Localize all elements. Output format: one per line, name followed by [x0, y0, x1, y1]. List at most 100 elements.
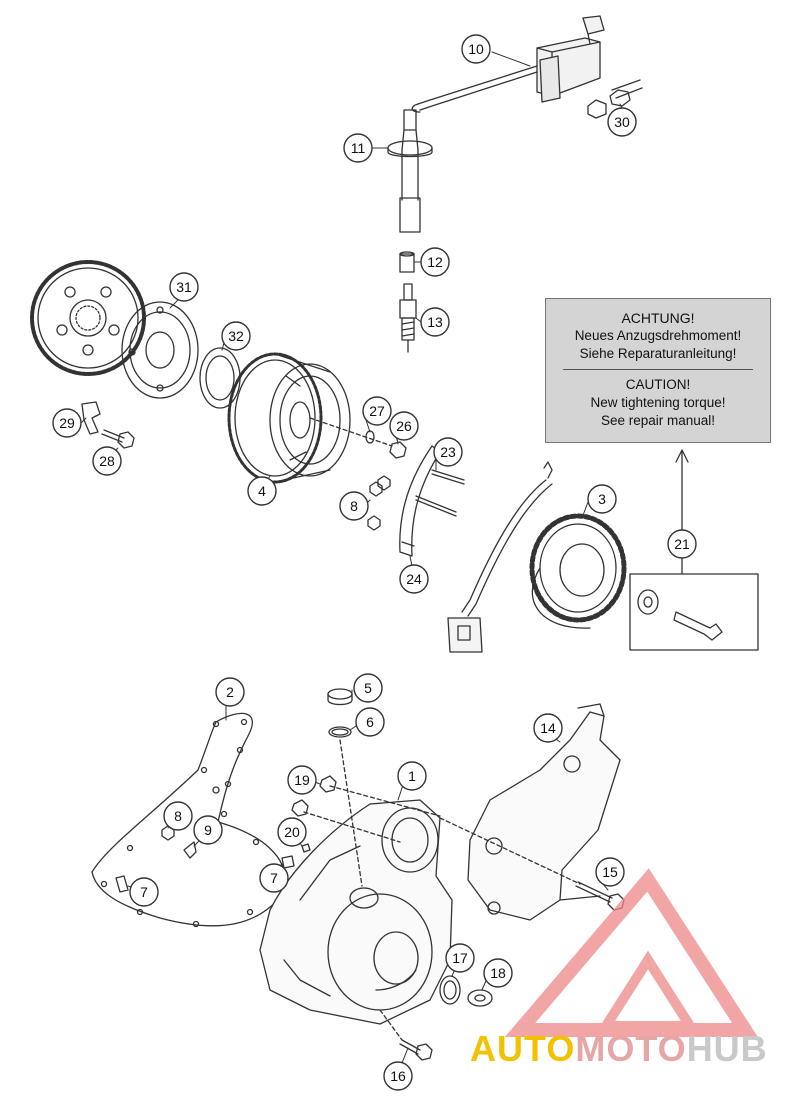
callout-8b: 8: [163, 801, 193, 831]
callout-27: 27: [362, 396, 392, 426]
warning-title-en: CAUTION!: [625, 377, 691, 392]
svg-text:18: 18: [490, 965, 506, 981]
svg-text:17: 17: [452, 950, 468, 966]
stator-part: [447, 461, 627, 653]
svg-text:11: 11: [351, 140, 366, 156]
callout-15: 15: [595, 857, 625, 887]
guide-bolts-part: [367, 469, 465, 531]
callout-26: 26: [389, 411, 419, 441]
watermark-triangle: [504, 868, 758, 1037]
svg-text:26: 26: [396, 418, 412, 434]
svg-text:19: 19: [294, 772, 310, 788]
cable-guide-part: [399, 445, 441, 557]
callout-23: 23: [433, 437, 463, 467]
callout-30: 30: [607, 107, 637, 137]
rotor-nut-part: [389, 441, 407, 459]
svg-text:31: 31: [176, 279, 192, 295]
callout-32: 32: [221, 321, 251, 351]
warning-line1-en: New tightening torque!: [590, 395, 726, 410]
callout-9: 9: [193, 815, 223, 845]
callout-8: 8: [339, 491, 369, 521]
callout-14: 14: [533, 713, 563, 743]
freewheel-part: [121, 301, 199, 399]
svg-text:8: 8: [174, 808, 182, 824]
callout-18: 18: [483, 958, 513, 988]
watermark-logo: AUTOMOTOHUB: [470, 1028, 768, 1070]
warning-separator: [563, 369, 753, 370]
starter-gear-part: [30, 260, 146, 376]
svg-text:8: 8: [350, 498, 358, 514]
torque-warning-box: ACHTUNG! Neues Anzugsdrehmoment! Siehe R…: [545, 298, 771, 443]
warning-line2-de: Siehe Reparaturanleitung!: [579, 346, 737, 361]
svg-text:13: 13: [427, 314, 443, 330]
coil-bolts-part: [587, 79, 643, 119]
svg-text:27: 27: [369, 403, 385, 419]
callout-3: 3: [587, 484, 617, 514]
svg-text:7: 7: [140, 884, 148, 900]
svg-text:28: 28: [99, 453, 115, 469]
callout-7a: 7: [129, 877, 159, 907]
watermark-moto: MOTO: [575, 1028, 687, 1069]
svg-text:20: 20: [284, 824, 300, 840]
svg-text:9: 9: [204, 822, 212, 838]
cover-plug-part: [327, 688, 363, 887]
svg-text:7: 7: [270, 870, 278, 886]
ignition-coil-part: [411, 15, 605, 113]
watermark-auto: AUTO: [470, 1028, 576, 1069]
svg-text:32: 32: [228, 328, 244, 344]
bolt-15-part: [439, 817, 625, 911]
callout-4: 4: [247, 476, 277, 506]
callout-13: 13: [420, 307, 450, 337]
washer-18-part: [467, 989, 493, 1007]
svg-text:12: 12: [427, 254, 443, 270]
svg-text:2: 2: [226, 684, 234, 700]
sprocket-cover-part: [467, 703, 621, 921]
callout-21: 21: [667, 529, 697, 559]
callout-31: 31: [169, 272, 199, 302]
gasket-small-parts: [115, 825, 311, 893]
warning-title-de: ACHTUNG!: [621, 310, 695, 326]
spark-plug-cap-part: [387, 109, 433, 233]
plug-boot-part: [399, 251, 415, 273]
spacer-ring-part: [199, 347, 241, 409]
callout-7b: 7: [259, 863, 289, 893]
svg-text:14: 14: [540, 720, 556, 736]
svg-text:6: 6: [366, 714, 374, 730]
callout-5: 5: [353, 673, 383, 703]
warning-line1-de: Neues Anzugsdrehmoment!: [574, 328, 742, 343]
seal-17-part: [439, 975, 461, 1005]
callout-24: 24: [399, 564, 429, 594]
ignition-cover-part: [259, 799, 453, 1025]
callout-10: 10: [461, 34, 491, 64]
callout-28: 28: [92, 446, 122, 476]
callout-11: 11: [343, 133, 373, 163]
callout-2: 2: [215, 677, 245, 707]
svg-text:23: 23: [440, 444, 456, 460]
watermark-hub: HUB: [686, 1028, 768, 1069]
svg-text:21: 21: [674, 536, 690, 552]
svg-text:3: 3: [598, 491, 606, 507]
callout-17: 17: [445, 943, 475, 973]
callout-12: 12: [420, 247, 450, 277]
callout-6: 6: [355, 707, 385, 737]
callout-1: 1: [397, 761, 427, 791]
bolt-16-part: [379, 1009, 433, 1061]
warning-line2-en: See repair manual!: [600, 413, 716, 428]
svg-text:29: 29: [59, 415, 75, 431]
callout-16: 16: [383, 1061, 413, 1091]
svg-text:24: 24: [406, 571, 422, 587]
svg-text:30: 30: [614, 114, 630, 130]
svg-text:10: 10: [468, 41, 484, 57]
bolt-28-part: [101, 429, 135, 449]
spark-plug-part: [399, 283, 417, 353]
callout-19: 19: [287, 765, 317, 795]
callout-20: 20: [277, 817, 307, 847]
svg-text:16: 16: [390, 1068, 406, 1084]
callout-29: 29: [52, 408, 82, 438]
svg-text:15: 15: [602, 864, 618, 880]
rotor-part: [227, 352, 351, 484]
svg-text:5: 5: [364, 680, 372, 696]
svg-text:1: 1: [408, 768, 416, 784]
cover-dowels-part: [291, 775, 441, 843]
